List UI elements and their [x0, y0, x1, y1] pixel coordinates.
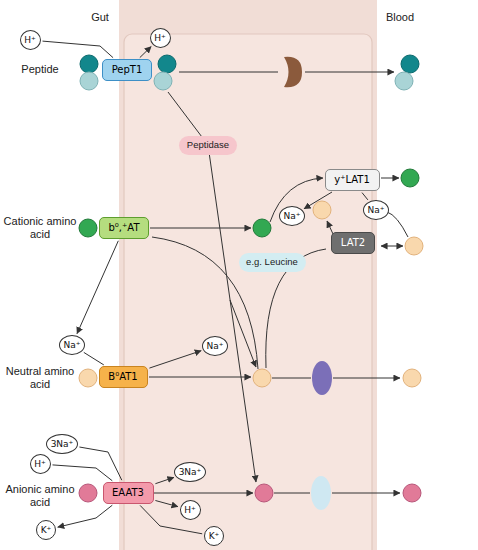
transporter: PepT1: [102, 59, 152, 81]
connector: [140, 47, 151, 58]
enzyme-label: Peptidase: [179, 136, 237, 155]
node-text: Na⁺: [368, 205, 385, 215]
peptide-residue: [401, 55, 419, 73]
cationic-amino-acid: [79, 219, 97, 237]
flow-arrow: [149, 377, 251, 378]
node-text: H⁺: [24, 35, 36, 45]
ion-circle: Na⁺: [202, 336, 228, 356]
anionic-amino-acid: [79, 484, 97, 502]
ion-circle: K⁺: [36, 520, 56, 540]
node-text: Peptidase: [187, 140, 229, 151]
transporter: LAT2: [331, 232, 375, 254]
exchange-line: [387, 212, 408, 237]
neutral-amino-acid: [79, 369, 97, 387]
node-text: Na⁺: [64, 340, 81, 350]
peptide-residue: [154, 72, 172, 90]
peptide-exporter: [284, 57, 302, 87]
neutral-amino-acid: [403, 369, 421, 387]
peptidase-arrow: [168, 92, 256, 482]
connector: [77, 241, 118, 334]
ion-circle: 3Na⁺: [46, 434, 78, 454]
label: Neutral amino acid: [2, 365, 78, 391]
flow-arrow: [333, 378, 400, 379]
connector: [43, 41, 114, 58]
label: Gut: [91, 11, 109, 24]
neutral-amino-acid: [405, 237, 423, 255]
peptide-residue: [158, 55, 176, 73]
node-text: H⁺: [184, 505, 196, 515]
anionic-exporter: [311, 476, 331, 510]
connector: [79, 447, 121, 480]
ion-circle: Na⁺: [59, 335, 85, 355]
exchange-arrow: [381, 246, 403, 247]
node-text: e.g. Leucine: [246, 257, 298, 268]
flow-line: [274, 493, 310, 494]
ion-circle: H⁺: [150, 28, 171, 48]
flow-line: [272, 378, 311, 379]
transporter: B⁰AT1: [99, 366, 148, 388]
flow-arrow: [305, 72, 394, 73]
flow-arrow: [153, 493, 253, 494]
peptide-residue: [395, 72, 413, 90]
node-text: H⁺: [154, 33, 166, 43]
flow-arrow: [381, 178, 399, 179]
node-text: EAAT3: [112, 487, 144, 499]
enzyme-label: e.g. Leucine: [239, 253, 306, 272]
connector: [304, 192, 332, 209]
node-text: K⁺: [209, 531, 220, 541]
node-text: H⁺: [34, 459, 46, 469]
label: Blood: [386, 11, 414, 24]
node-text: Na⁺: [284, 211, 301, 221]
node-text: B⁰AT1: [108, 371, 137, 383]
enterocyte-cell: [124, 34, 372, 550]
transporter: b⁰,⁺AT: [99, 217, 149, 239]
node-text: LAT2: [341, 237, 365, 249]
connector: [53, 465, 113, 481]
connector: [149, 351, 201, 368]
peptide-residue: [80, 72, 98, 90]
anionic-amino-acid: [403, 484, 421, 502]
node-text: PepT1: [112, 64, 143, 76]
node-text: Na⁺: [207, 341, 224, 351]
transporter: EAAT3: [103, 482, 154, 504]
peptide-residue: [80, 55, 98, 73]
label: Anionic amino acid: [2, 483, 78, 509]
ion-circle: Na⁺: [363, 200, 389, 220]
cationic-amino-acid: [401, 169, 419, 187]
ion-circle: H⁺: [20, 30, 41, 50]
flow-arrow: [150, 228, 251, 229]
ion-circle: 3Na⁺: [174, 462, 206, 482]
neutral-exporter: [312, 361, 332, 395]
neutral-amino-acid: [253, 369, 271, 387]
flow-line: [179, 72, 278, 73]
ion-circle: H⁺: [180, 500, 201, 520]
neutral-amino-acid: [313, 201, 331, 219]
connector: [155, 501, 178, 507]
node-text: b⁰,⁺AT: [109, 222, 140, 234]
node-text: 3Na⁺: [179, 467, 202, 477]
anionic-amino-acid: [255, 484, 273, 502]
ion-circle: H⁺: [30, 454, 51, 474]
connector: [84, 352, 104, 365]
transporter: y⁺LAT1: [325, 169, 380, 191]
peptidase-branch: [230, 300, 256, 367]
ion-circle: Na⁺: [279, 206, 305, 226]
node-text: K⁺: [41, 525, 52, 535]
connector: [362, 193, 368, 200]
connector: [58, 505, 113, 527]
ion-circle: K⁺: [204, 526, 224, 546]
connector: [155, 477, 174, 483]
label: Cationic amino acid: [2, 215, 78, 241]
cationic-amino-acid: [253, 219, 271, 237]
node-text: y⁺LAT1: [334, 174, 370, 186]
flow-arrow: [332, 493, 400, 494]
label: Peptide: [21, 63, 58, 76]
node-text: 3Na⁺: [51, 439, 74, 449]
